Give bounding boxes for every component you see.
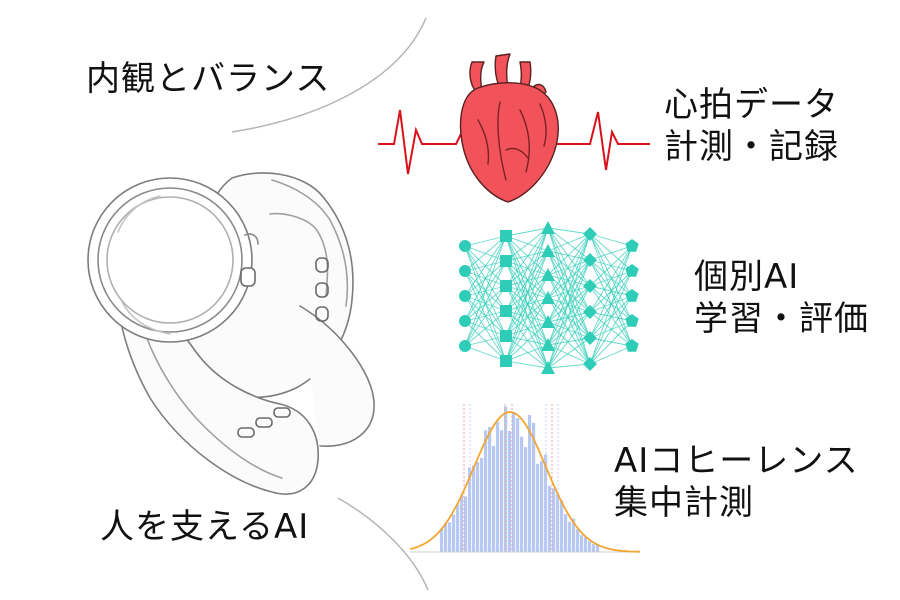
network-node-1-1 (500, 255, 512, 267)
network-node-2-6 (541, 361, 555, 374)
label-heart-data-line1: 心拍データ (664, 85, 839, 125)
network-node-2-4 (541, 315, 555, 328)
anatomical-heart-icon (459, 53, 559, 203)
network-node-4-1 (625, 264, 639, 277)
network-node-3-2 (583, 279, 597, 293)
network-edges (464, 227, 633, 369)
label-heart-data: 心拍データ 計測・記録 (664, 84, 839, 168)
network-node-4-4 (625, 339, 639, 352)
network-node-0-1 (459, 265, 471, 277)
network-node-3-5 (583, 357, 597, 371)
network-node-1-0 (500, 230, 512, 242)
network-node-1-5 (500, 355, 512, 367)
network-node-1-4 (500, 330, 512, 342)
histogram-bell-curve-icon (409, 404, 641, 553)
label-ai-coherence-line2: 集中計測 (614, 483, 754, 523)
label-introspection-balance: 内観とバランス (86, 59, 331, 99)
neural-network-icon (459, 221, 639, 374)
network-node-1-3 (500, 305, 512, 317)
network-node-4-2 (625, 289, 639, 302)
network-node-2-1 (541, 244, 555, 257)
network-node-1-2 (500, 280, 512, 292)
bell-curve (409, 411, 641, 553)
network-node-0-3 (459, 315, 471, 327)
network-node-0-2 (459, 290, 471, 302)
label-heart-data-line2: 計測・記録 (664, 127, 839, 167)
network-node-3-4 (583, 331, 597, 345)
label-individual-ai: 個別AI 学習・評価 (694, 256, 869, 340)
label-ai-coherence-line1: AIコヒーレンス (614, 441, 859, 481)
label-ai-support: 人を支えるAI (100, 507, 310, 547)
top-arc-divider (231, 17, 427, 133)
bottom-arc-divider (337, 497, 429, 591)
network-node-3-0 (583, 227, 597, 241)
network-node-2-5 (541, 338, 555, 351)
network-node-2-2 (541, 268, 555, 281)
label-individual-ai-line2: 学習・評価 (694, 299, 869, 339)
label-ai-coherence: AIコヒーレンス 集中計測 (614, 440, 859, 524)
network-node-3-1 (583, 253, 597, 267)
network-node-2-0 (541, 221, 555, 234)
label-individual-ai-line1: 個別AI (694, 257, 800, 297)
network-node-2-3 (541, 291, 555, 304)
network-node-4-3 (625, 314, 639, 327)
smartwatch-icon (87, 172, 375, 495)
network-node-0-0 (459, 240, 471, 252)
network-node-4-0 (625, 239, 639, 252)
network-node-3-3 (583, 305, 597, 319)
network-node-0-4 (459, 340, 471, 352)
